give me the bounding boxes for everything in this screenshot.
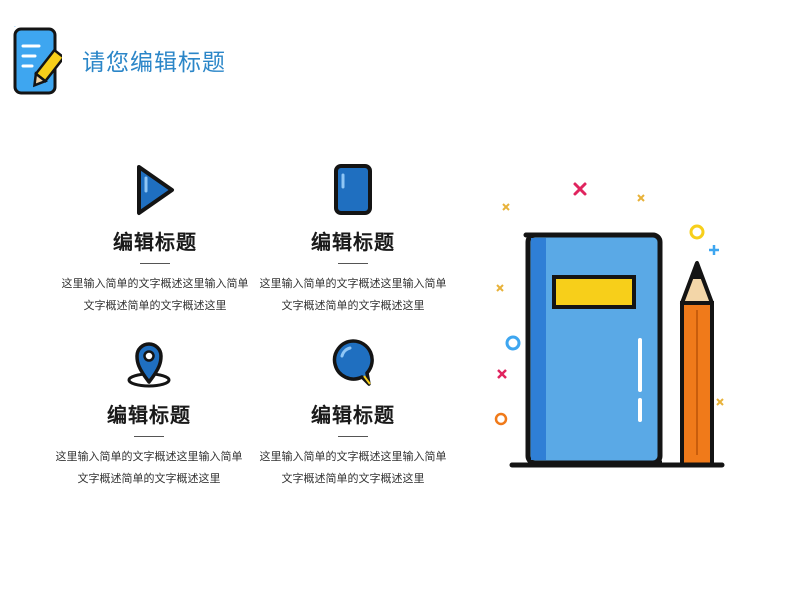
card-divider xyxy=(140,263,170,264)
feature-card-3: 编辑标题 这里输入简单的文字概述这里输入简单文字概述简单的文字概述这里 xyxy=(49,336,249,490)
svg-text:·: · xyxy=(14,24,16,31)
notepad-pencil-icon: · xyxy=(13,24,62,95)
confetti-decoration xyxy=(494,182,724,426)
card-divider xyxy=(338,436,368,437)
feature-card-2: 编辑标题 这里输入简单的文字概述这里输入简单文字概述简单的文字概述这里 xyxy=(253,163,453,317)
card-description: 这里输入简单的文字概述这里输入简单文字概述简单的文字概述这里 xyxy=(259,277,447,312)
location-pin-icon xyxy=(127,342,171,388)
play-icon xyxy=(137,165,174,215)
chat-bubble-icon xyxy=(332,339,374,386)
document-icon xyxy=(334,164,372,215)
card-description: 这里输入简单的文字概述这里输入简单文字概述简单的文字概述这里 xyxy=(61,277,249,312)
card-title: 编辑标题 xyxy=(311,403,395,427)
card-divider xyxy=(338,263,368,264)
feature-card-4: 编辑标题 这里输入简单的文字概述这里输入简单文字概述简单的文字概述这里 xyxy=(253,336,453,490)
book-and-pencil-icon xyxy=(494,182,725,468)
card-title: 编辑标题 xyxy=(113,230,197,254)
card-description: 这里输入简单的文字概述这里输入简单文字概述简单的文字概述这里 xyxy=(259,450,447,485)
card-title: 编辑标题 xyxy=(311,230,395,254)
card-divider xyxy=(134,436,164,437)
page-title: 请您编辑标题 xyxy=(82,50,226,76)
card-description: 这里输入简单的文字概述这里输入简单文字概述简单的文字概述这里 xyxy=(55,450,243,485)
feature-card-1: 编辑标题 这里输入简单的文字概述这里输入简单文字概述简单的文字概述这里 xyxy=(55,163,255,317)
card-title: 编辑标题 xyxy=(107,403,191,427)
